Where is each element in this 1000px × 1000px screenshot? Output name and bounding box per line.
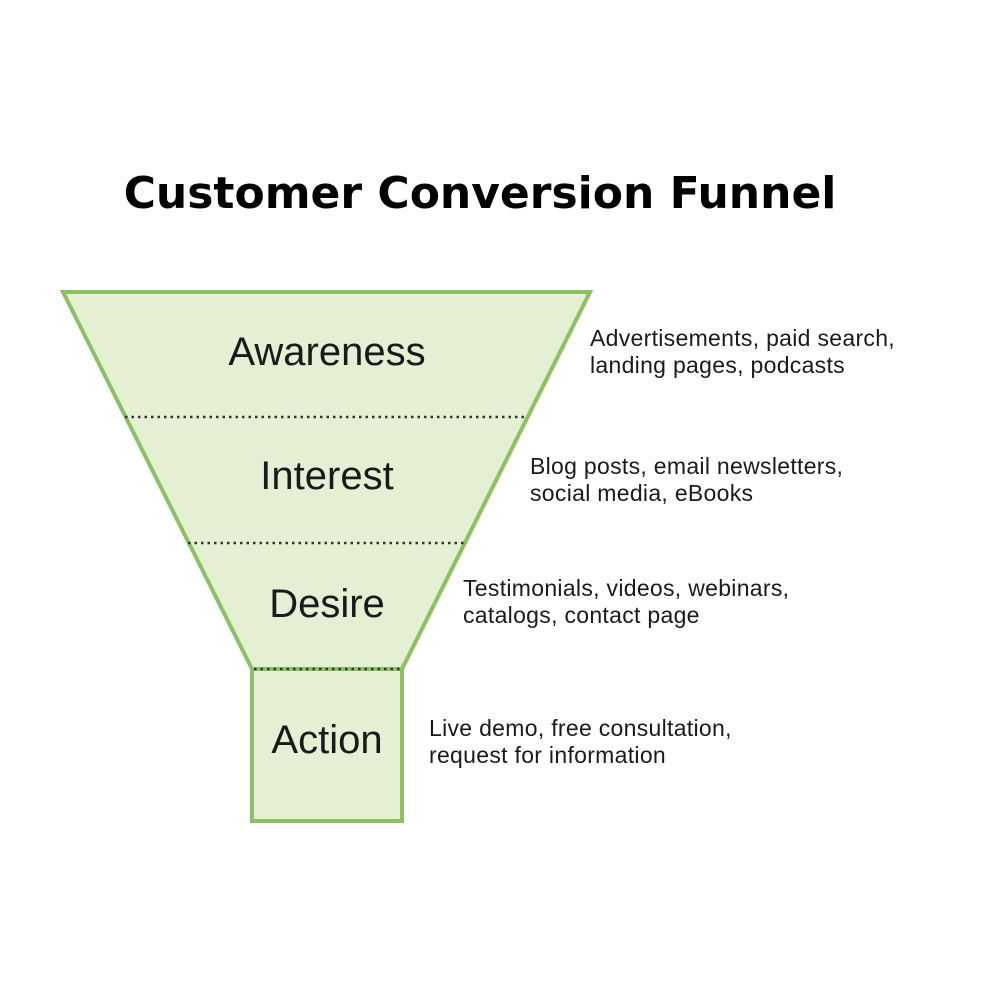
description-line: social media, eBooks	[530, 480, 754, 506]
description-line: Advertisements, paid search,	[590, 325, 895, 351]
description-line: catalogs, contact page	[463, 602, 700, 628]
stage-label-desire: Desire	[269, 582, 385, 626]
description-line: Blog posts, email newsletters,	[530, 453, 844, 479]
description-line: request for information	[429, 742, 667, 768]
stage-label-interest: Interest	[260, 454, 394, 498]
stage-label-awareness: Awareness	[228, 330, 426, 374]
stage-description-action: Live demo, free consultation, request fo…	[429, 715, 732, 769]
stage-description-desire: Testimonials, videos, webinars, catalogs…	[463, 575, 789, 629]
diagram-title: Customer Conversion Funnel	[123, 168, 837, 219]
description-line: Live demo, free consultation,	[429, 715, 732, 741]
stage-description-interest: Blog posts, email newsletters, social me…	[530, 453, 843, 507]
stage-description-awareness: Advertisements, paid search, landing pag…	[590, 325, 895, 379]
action-box	[250, 667, 404, 823]
description-line: Testimonials, videos, webinars,	[463, 575, 790, 601]
stage-label-action: Action	[271, 718, 383, 762]
description-line: landing pages, podcasts	[590, 352, 845, 378]
